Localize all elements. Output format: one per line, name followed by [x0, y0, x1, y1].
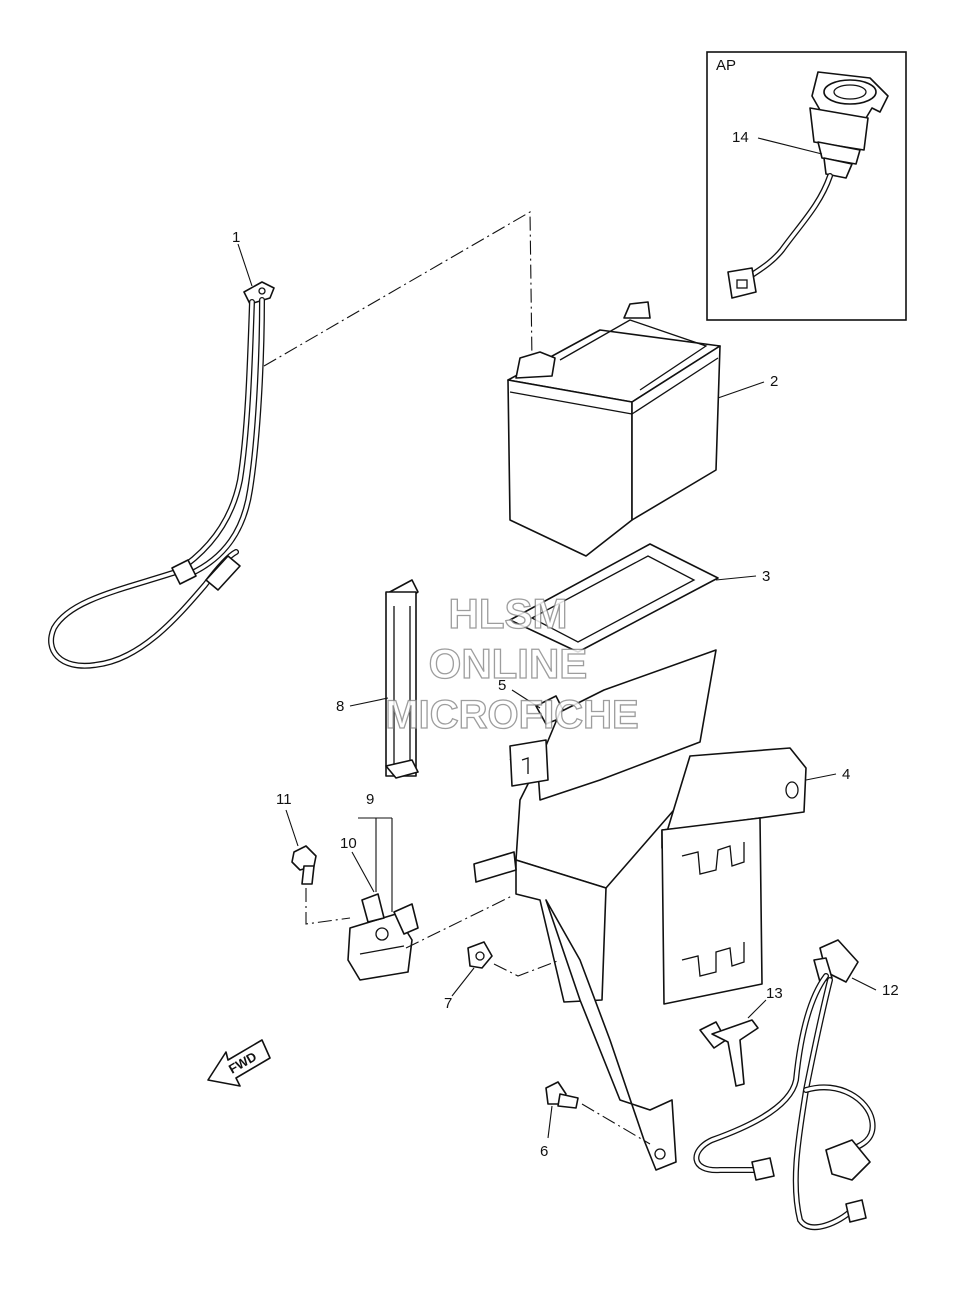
callout-4: 4 — [842, 766, 850, 783]
callout-8: 8 — [336, 698, 344, 715]
bolt-11 — [291, 845, 317, 885]
battery-band — [385, 579, 419, 779]
watermark: HLSM ONLINE MICROFICHE — [385, 589, 640, 737]
callout-9: 9 — [366, 791, 374, 808]
starter-relay — [347, 893, 419, 981]
battery-pad — [509, 543, 719, 653]
watermark-line-1: HLSM — [449, 590, 568, 637]
callout-6: 6 — [540, 1143, 548, 1160]
callout-14: 14 — [732, 129, 749, 146]
cable-tie — [699, 1019, 759, 1087]
inset-frame — [706, 51, 907, 321]
callout-13: 13 — [766, 985, 783, 1002]
callout-3: 3 — [762, 568, 770, 585]
nut — [467, 941, 493, 969]
callout-2: 2 — [770, 373, 778, 390]
callout-10: 10 — [340, 835, 357, 852]
bolt-6 — [545, 1081, 579, 1109]
wire-harness — [693, 939, 876, 1231]
callout-12: 12 — [882, 982, 899, 999]
watermark-line-3: MICROFICHE — [385, 693, 638, 737]
battery-box — [473, 649, 807, 1171]
watermark-line-2: ONLINE — [429, 640, 588, 687]
accessory-socket — [727, 71, 889, 299]
callout-5: 5 — [498, 677, 506, 694]
fwd-arrow: FWD — [207, 1039, 271, 1087]
battery-cable — [48, 281, 275, 669]
inset-label: AP — [716, 57, 736, 74]
battery — [507, 301, 721, 557]
callout-7: 7 — [444, 995, 452, 1012]
callout-11: 11 — [276, 791, 292, 808]
callout-1: 1 — [232, 229, 240, 246]
inset-ap: AP 14 — [706, 51, 907, 321]
